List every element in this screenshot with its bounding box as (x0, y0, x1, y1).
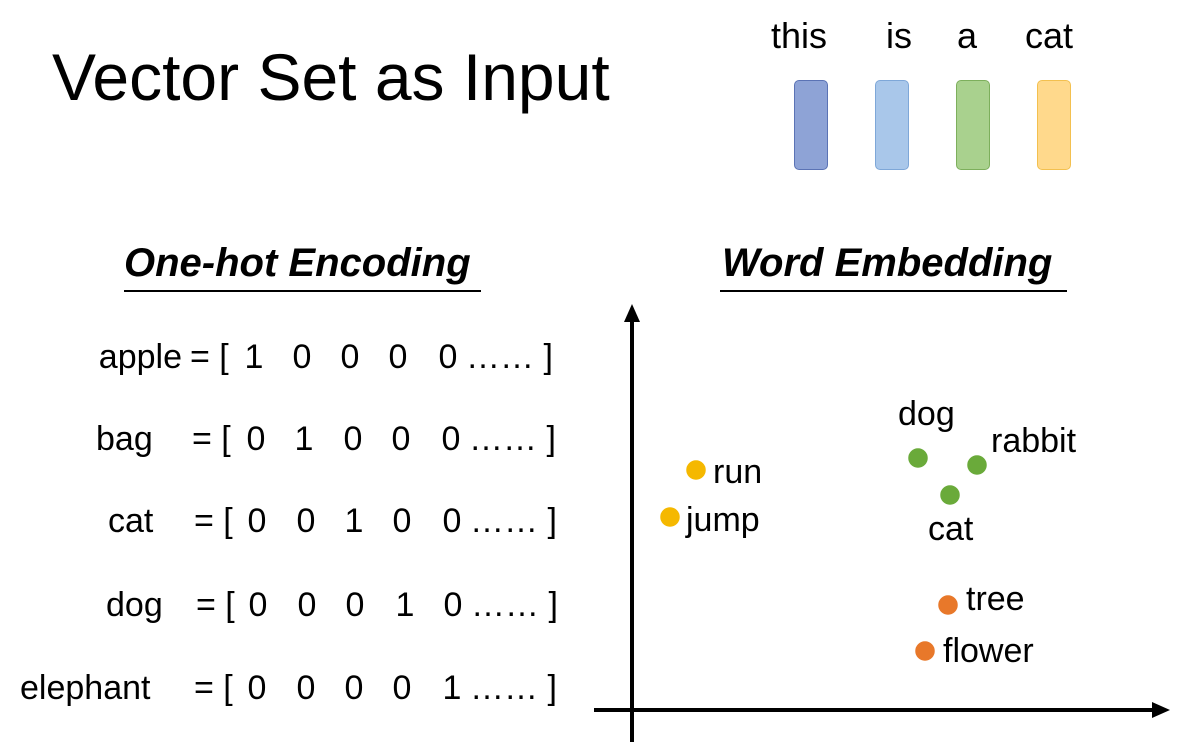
one-hot-word: dog (106, 586, 163, 624)
one-hot-word: apple (98, 338, 182, 376)
y-axis-arrowhead (624, 304, 640, 322)
embedding-label-flower: flower (943, 632, 1034, 670)
one-hot-value: 0 (442, 502, 462, 540)
embedding-label-run: run (713, 453, 763, 491)
embedding-label-rabbit: rabbit (991, 422, 1077, 460)
one-hot-open-bracket: = [ (194, 669, 233, 707)
one-hot-word: elephant (20, 669, 151, 707)
one-hot-value: 0 (296, 669, 316, 707)
page-title: Vector Set as Input (52, 40, 610, 114)
token-vector-this (794, 80, 828, 170)
token-word-this: this (770, 15, 828, 56)
one-hot-close-bracket: …… ] (466, 338, 553, 376)
one-hot-value: 0 (388, 338, 408, 376)
one-hot-word: cat (108, 502, 154, 540)
one-hot-open-bracket: = [ (192, 420, 231, 458)
one-hot-value: 1 (294, 420, 314, 458)
embedding-label-cat: cat (928, 510, 974, 548)
one-hot-value: 1 (244, 338, 264, 376)
token-word-cat: cat (1024, 15, 1074, 56)
one-hot-close-bracket: …… ] (471, 586, 558, 624)
one-hot-word: bag (96, 420, 153, 458)
one-hot-value: 0 (438, 338, 458, 376)
embedding-point-run (686, 460, 706, 480)
one-hot-heading-underline (124, 290, 481, 292)
one-hot-row-dog: dog = [ 0 0 0 1 0 …… ] (0, 588, 600, 628)
embedding-label-tree: tree (966, 580, 1025, 618)
one-hot-value: 0 (246, 420, 266, 458)
embedding-point-cat (940, 485, 960, 505)
token-vector-a (956, 80, 990, 170)
one-hot-value: 0 (345, 586, 365, 624)
one-hot-value: 0 (292, 338, 312, 376)
embedding-point-rabbit (967, 455, 987, 475)
embedding-label-dog: dog (898, 395, 955, 433)
one-hot-value: 0 (297, 586, 317, 624)
one-hot-value: 0 (441, 420, 461, 458)
one-hot-row-apple: apple = [ 1 0 0 0 0 …… ] (0, 340, 600, 380)
one-hot-row-cat: cat = [ 0 0 1 0 0 …… ] (0, 504, 600, 544)
embedding-point-dog (908, 448, 928, 468)
token-word-is: is (886, 15, 912, 56)
one-hot-close-bracket: …… ] (469, 420, 556, 458)
one-hot-value: 0 (344, 669, 364, 707)
embedding-label-jump: jump (686, 501, 760, 539)
one-hot-close-bracket: …… ] (470, 502, 557, 540)
one-hot-value: 0 (391, 420, 411, 458)
embedding-point-flower (915, 641, 935, 661)
one-hot-value: 1 (344, 502, 364, 540)
one-hot-value: 0 (248, 586, 268, 624)
one-hot-value: 0 (343, 420, 363, 458)
one-hot-value: 0 (296, 502, 316, 540)
one-hot-open-bracket: = [ (194, 502, 233, 540)
one-hot-value: 0 (340, 338, 360, 376)
token-word-a: a (956, 15, 978, 56)
one-hot-close-bracket: …… ] (470, 669, 557, 707)
one-hot-value: 0 (392, 669, 412, 707)
word-embedding-heading-underline (720, 290, 1067, 292)
one-hot-value: 0 (392, 502, 412, 540)
x-axis-arrowhead (1152, 702, 1170, 718)
embedding-point-tree (938, 595, 958, 615)
one-hot-heading: One-hot Encoding (124, 241, 471, 285)
one-hot-value: 0 (247, 669, 267, 707)
token-vector-cat (1037, 80, 1071, 170)
one-hot-row-elephant: elephant = [ 0 0 0 0 1 …… ] (0, 671, 600, 711)
one-hot-value: 0 (247, 502, 267, 540)
one-hot-value: 1 (442, 669, 462, 707)
one-hot-value: 0 (443, 586, 463, 624)
one-hot-value: 1 (395, 586, 415, 624)
token-vector-is (875, 80, 909, 170)
one-hot-open-bracket: = [ (190, 338, 229, 376)
embedding-point-jump (660, 507, 680, 527)
one-hot-row-bag: bag = [ 0 1 0 0 0 …… ] (0, 422, 600, 462)
one-hot-open-bracket: = [ (196, 586, 235, 624)
word-embedding-heading: Word Embedding (722, 241, 1053, 285)
